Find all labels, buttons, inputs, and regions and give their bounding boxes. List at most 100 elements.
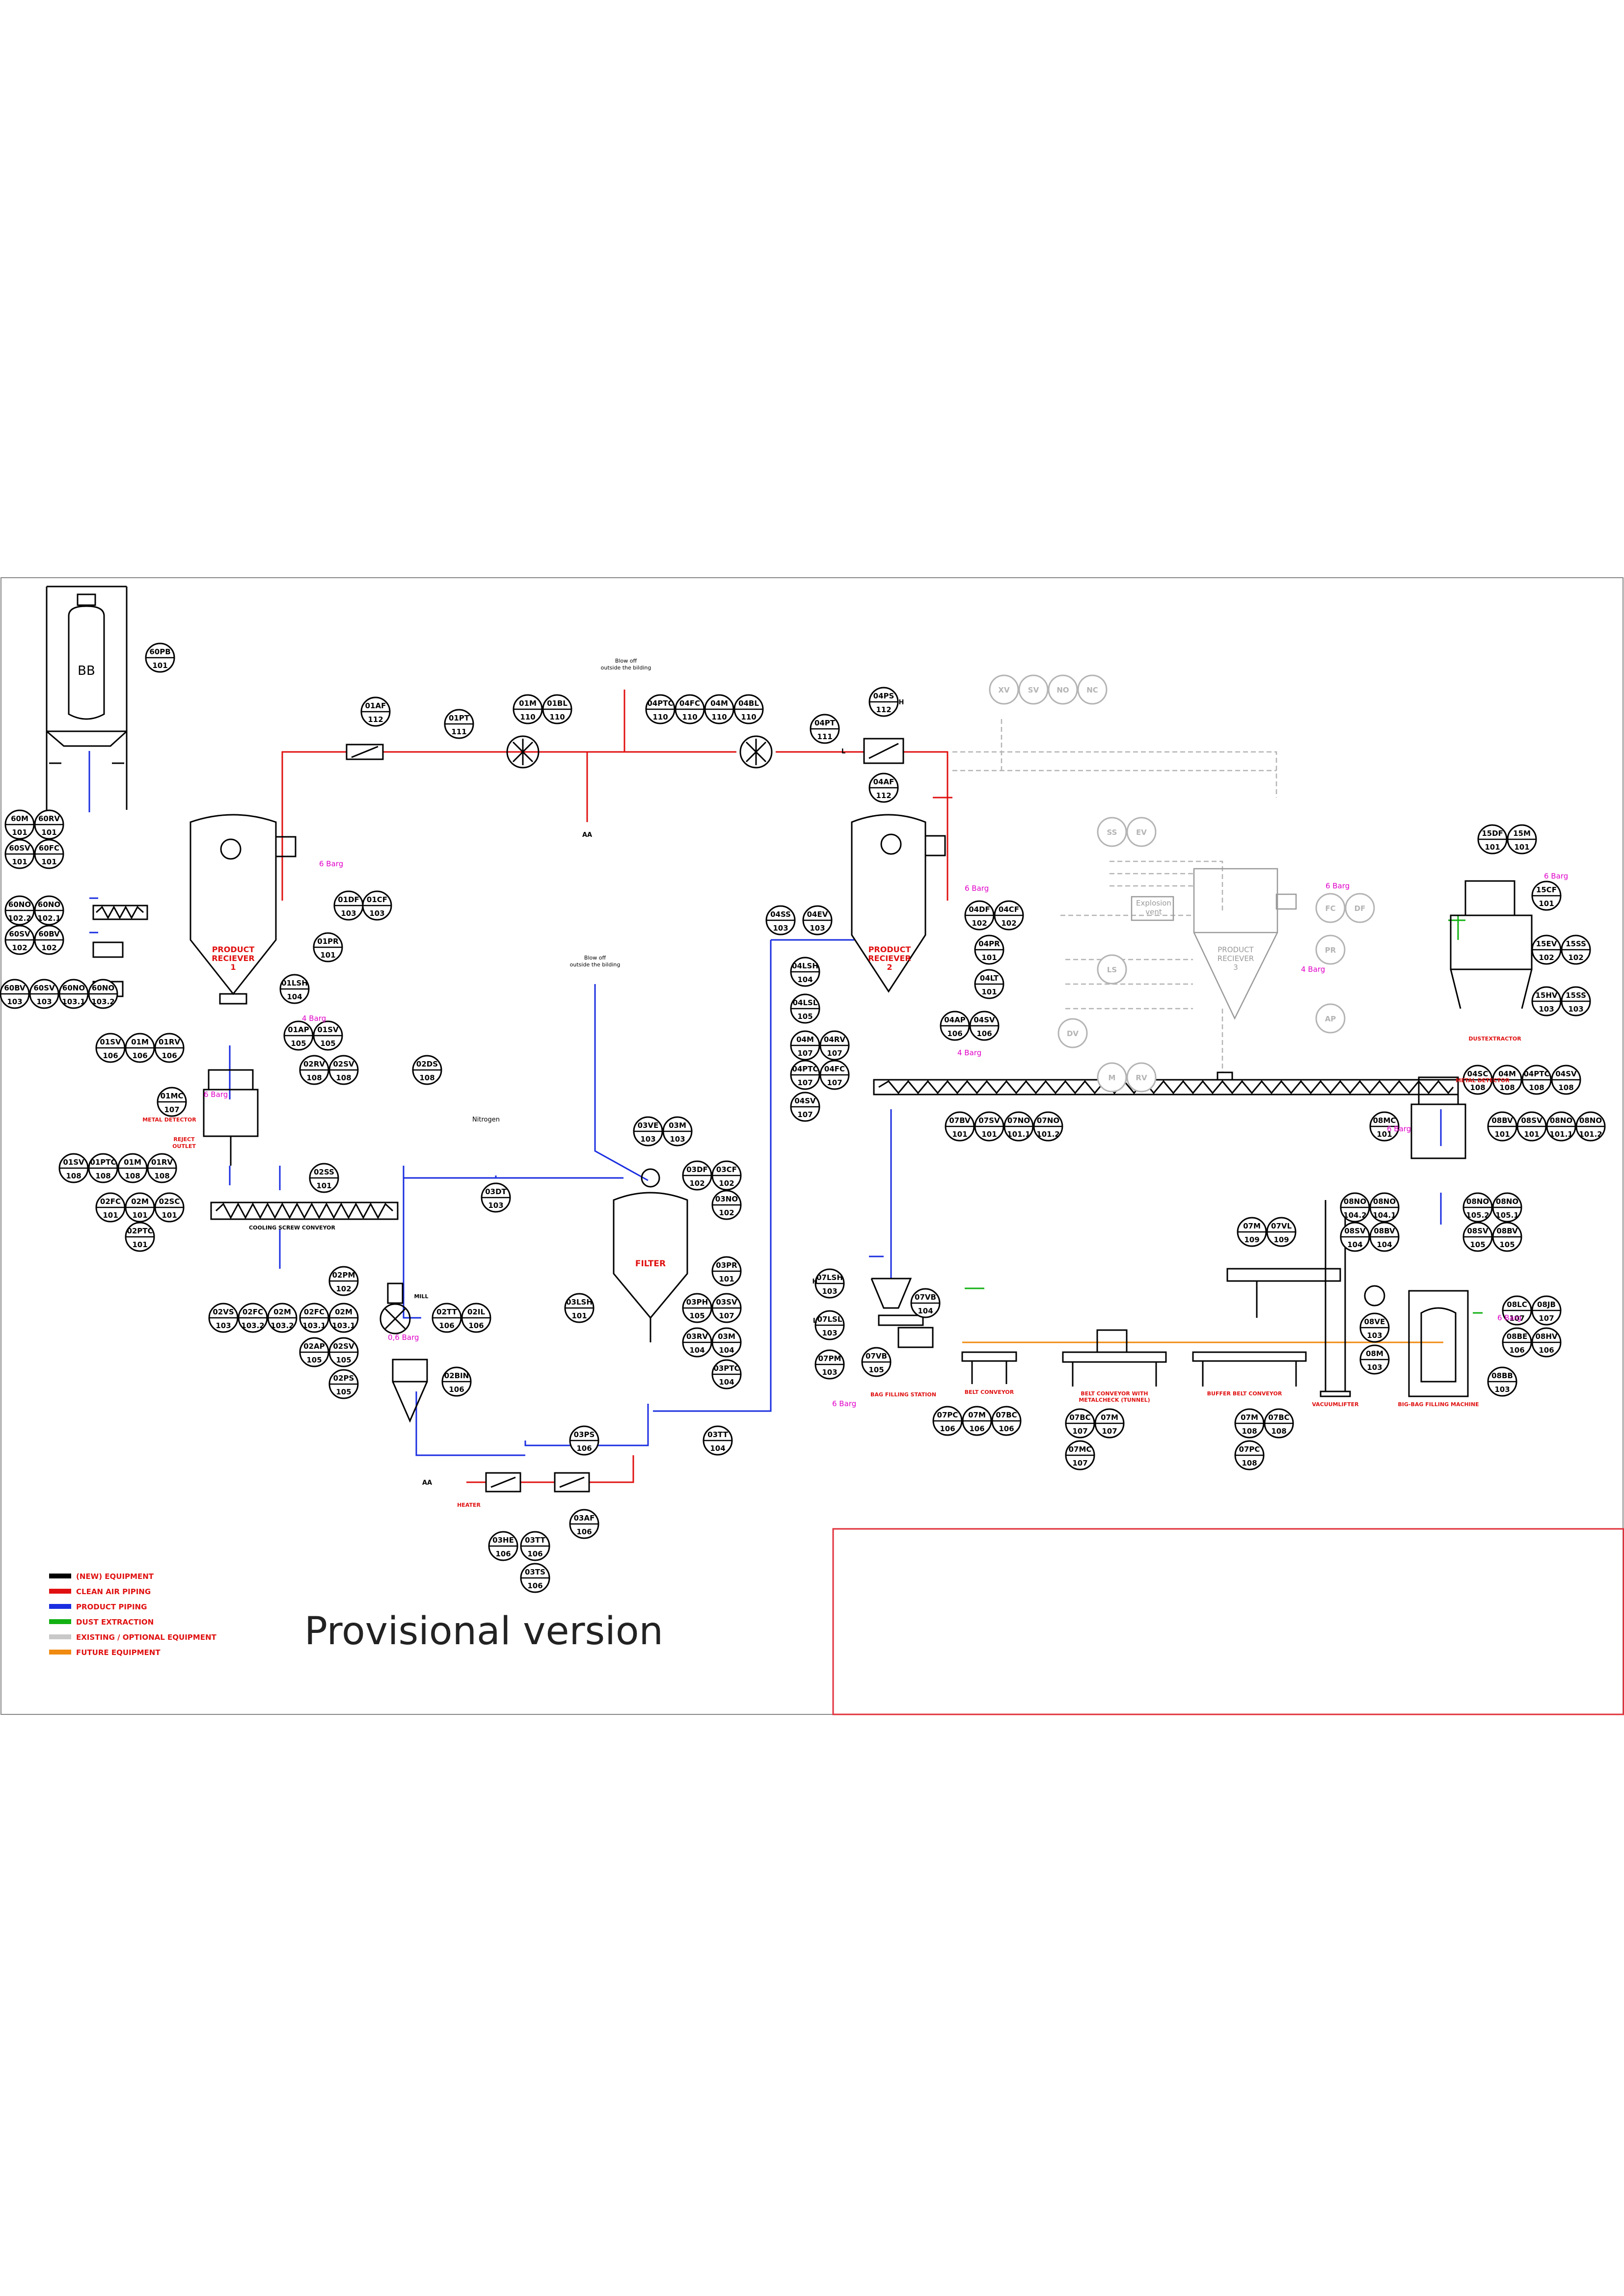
- instrument-tag: 08BV: [1491, 1116, 1513, 1125]
- instrument-loop: 103: [822, 1368, 837, 1377]
- instrument-tag: 01AF: [365, 701, 386, 710]
- receiver-3-label: 3: [1233, 963, 1238, 972]
- instrument-loop: 103: [488, 1201, 503, 1210]
- instrument-loop: 107: [797, 1110, 812, 1119]
- instrument-tag: 60M: [11, 814, 28, 823]
- legend-label: EXISTING / OPTIONAL EQUIPMENT: [76, 1633, 217, 1642]
- instrument-bubble: NC: [1077, 674, 1108, 705]
- instrument-tag: 03PR: [716, 1261, 737, 1270]
- instrument-loop: 106: [969, 1424, 984, 1433]
- instrument-tag: 08BV: [1496, 1227, 1518, 1235]
- instrument-tag: 04PT: [814, 719, 836, 727]
- bigbag-filling-machine: [1364, 1076, 1469, 1397]
- instrument-loop: 105: [868, 1365, 884, 1374]
- instrument-bubble: FC: [1315, 893, 1346, 923]
- instrument-tag: 01SV: [63, 1158, 84, 1167]
- instrument-tag: 02FC: [304, 1308, 325, 1316]
- instrument-tag: 02PM: [332, 1271, 355, 1280]
- instrument-tag: EV: [1136, 828, 1147, 837]
- instrument-loop: 106: [162, 1051, 177, 1060]
- instrument-tag: 07M: [1101, 1413, 1118, 1422]
- instrument-tag: AP: [1325, 1015, 1336, 1023]
- instrument-loop: 106: [527, 1581, 542, 1590]
- instrument-tag: 07SV: [978, 1116, 1000, 1125]
- instrument-loop: 106: [576, 1527, 592, 1536]
- instrument-loop: 106: [1539, 1346, 1554, 1355]
- instrument-loop: 109: [1244, 1235, 1259, 1244]
- instrument-tag: 04LSL: [793, 998, 818, 1007]
- instrument-loop: 101: [1485, 843, 1500, 852]
- pressure-annotation: 6 Barg: [1326, 881, 1350, 890]
- instrument-tag: 04AF: [873, 777, 894, 786]
- instrument-tag: PR: [1325, 946, 1336, 955]
- instrument-loop: 111: [451, 727, 466, 736]
- instrument-tag: 08BE: [1507, 1332, 1528, 1341]
- pressure-annotation: 4 Barg: [302, 1014, 326, 1023]
- instrument-tag: 04SC: [1467, 1069, 1489, 1078]
- instrument-tag: 04PTC: [792, 1065, 818, 1073]
- dust-extractor: [1450, 880, 1533, 1009]
- instrument-tag: 03NO: [715, 1195, 738, 1203]
- instrument-loop: 101: [152, 661, 167, 670]
- reject-outlet-label: OUTLET: [172, 1143, 196, 1149]
- instrument-tag: 15HV: [1535, 991, 1557, 1000]
- clean-air-piping: [281, 690, 952, 1483]
- instrument-tag: 07BV: [949, 1116, 971, 1125]
- explosion-vent-label: vent: [1145, 908, 1162, 916]
- title-block: [832, 1528, 1624, 1715]
- instrument-tag: 04FC: [679, 699, 700, 708]
- pressure-annotation: 6 Barg: [965, 884, 989, 893]
- legend-label: PRODUCT PIPING: [76, 1602, 147, 1611]
- instrument-bubble: 60M 101: [4, 809, 35, 840]
- instrument-loop: 105.1: [1495, 1211, 1518, 1220]
- instrument-loop: 103: [341, 909, 356, 918]
- instrument-loop: 110: [711, 713, 727, 721]
- instrument-tag: 02TT: [436, 1308, 457, 1316]
- instrument-loop: 101: [981, 988, 997, 996]
- instrument-tag: 08NO: [1373, 1197, 1396, 1206]
- instrument-tag: 60NO: [38, 900, 60, 909]
- instrument-loop: 104: [710, 1444, 725, 1453]
- instrument-loop: 107: [1072, 1459, 1087, 1468]
- legend-item: DUST EXTRACTION: [49, 1618, 154, 1627]
- instrument-tag: 07BC: [1268, 1413, 1289, 1422]
- instrument-tag: 60FC: [39, 844, 59, 853]
- instrument-loop: 108: [66, 1172, 81, 1180]
- instrument-loop: 101: [320, 951, 335, 960]
- instrument-bubble: DV: [1057, 1018, 1088, 1048]
- instrument-tag: 01MC: [161, 1092, 184, 1100]
- instrument-tag: SV: [1028, 686, 1039, 694]
- instrument-loop: 101: [12, 828, 27, 837]
